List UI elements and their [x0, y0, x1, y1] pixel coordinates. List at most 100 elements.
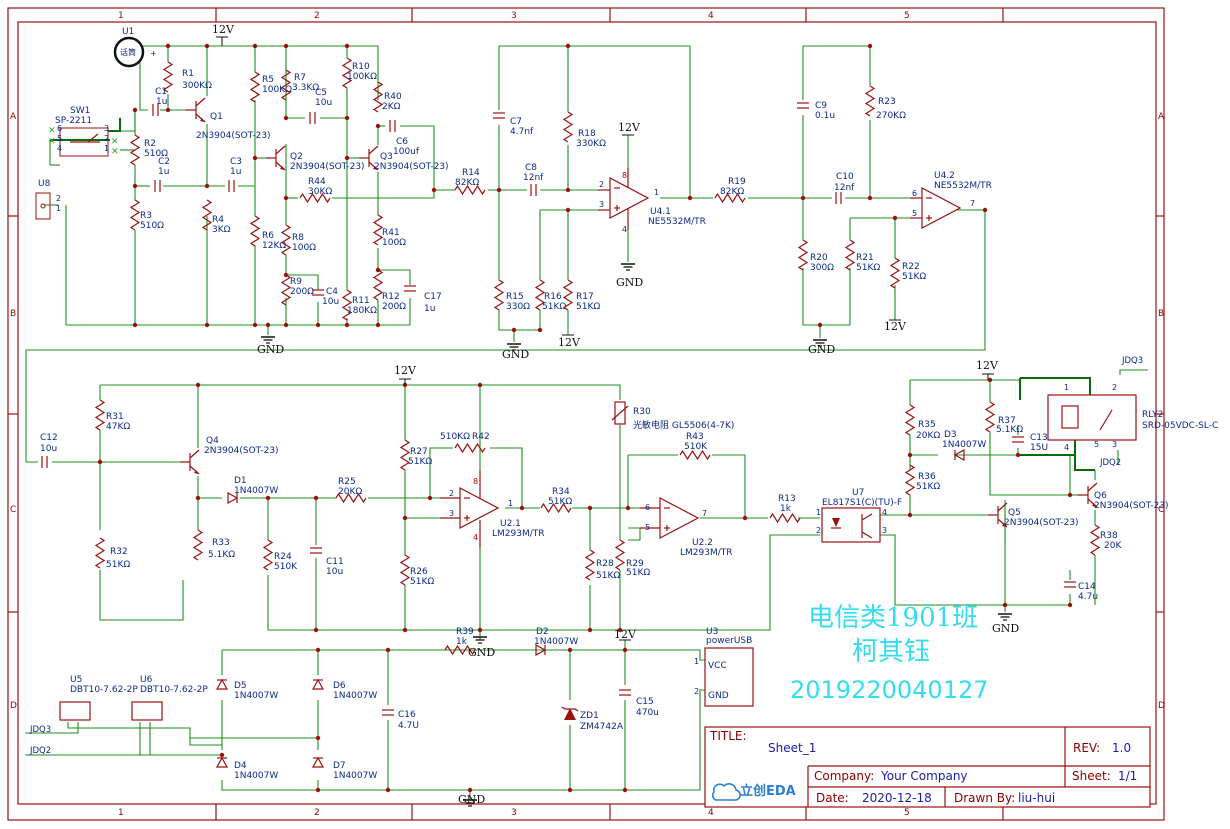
u1-value: 话筒	[120, 47, 136, 57]
sheet-label: Sheet:	[1072, 769, 1111, 783]
svg-text:30KΩ: 30KΩ	[308, 187, 332, 197]
power-usb-u3[interactable]: U3 powerUSB VCC GND 1 2	[694, 627, 754, 707]
svg-text:LM293M/TR: LM293M/TR	[680, 548, 733, 558]
capacitor-c9[interactable]: C90.1u	[796, 101, 835, 121]
opamp-u2-2[interactable]: 6 5 7 U2.2 LM293M/TR	[640, 497, 733, 558]
opamp-u4-2[interactable]: 6 5 7 U4.2 NE5532M/TR	[910, 171, 992, 229]
connector-u5[interactable]: U5 DBT10-7.62-2P	[59, 675, 138, 721]
svg-text:12V: 12V	[614, 628, 637, 641]
col-label-bottom-3: 3	[511, 808, 517, 818]
resistor-r7[interactable]: R73.3KΩ	[281, 69, 319, 101]
optocoupler-u7[interactable]: U7 EL817S1(C)(TU)-F 1 2 4 3	[816, 488, 902, 543]
svg-text:R9: R9	[290, 277, 302, 287]
opamp-u4-1[interactable]: 2 3 1 8 4 U4.1 NE5532M/TR	[598, 168, 706, 234]
photoresistor-r30[interactable]: R30 光敏电阻 GL5506(4-7K)	[611, 401, 734, 431]
svg-text:1: 1	[694, 657, 699, 666]
relay-rly2[interactable]: RLY2 SRD-05VDC-SL-C 1 2 4 5 3	[1047, 383, 1218, 452]
svg-text:R19: R19	[728, 177, 746, 187]
wires-power	[25, 640, 710, 800]
zener-zd1[interactable]: ZD1 ZM4742A	[561, 706, 624, 732]
connector-u6[interactable]: U6 DBT10-7.62-2P	[131, 675, 208, 721]
opamp-u2-1[interactable]: 2 3 1 8 4 U2.1 LM293M/TR	[440, 470, 545, 548]
capacitor-c7[interactable]: C74.7nf	[492, 112, 534, 137]
company-value: Your Company	[880, 769, 968, 783]
switch-sw1[interactable]: SW1 SP-2211 6 5 4 3 2 1 ✕ ✕ ✕ ✕	[48, 106, 119, 157]
microphone-u1[interactable]: 话筒 U1 +	[113, 27, 157, 68]
connector-u8[interactable]: U8 2 1	[35, 179, 61, 220]
no-connect-icon: ✕	[111, 147, 119, 157]
svg-text:5.1KΩ: 5.1KΩ	[996, 425, 1023, 435]
